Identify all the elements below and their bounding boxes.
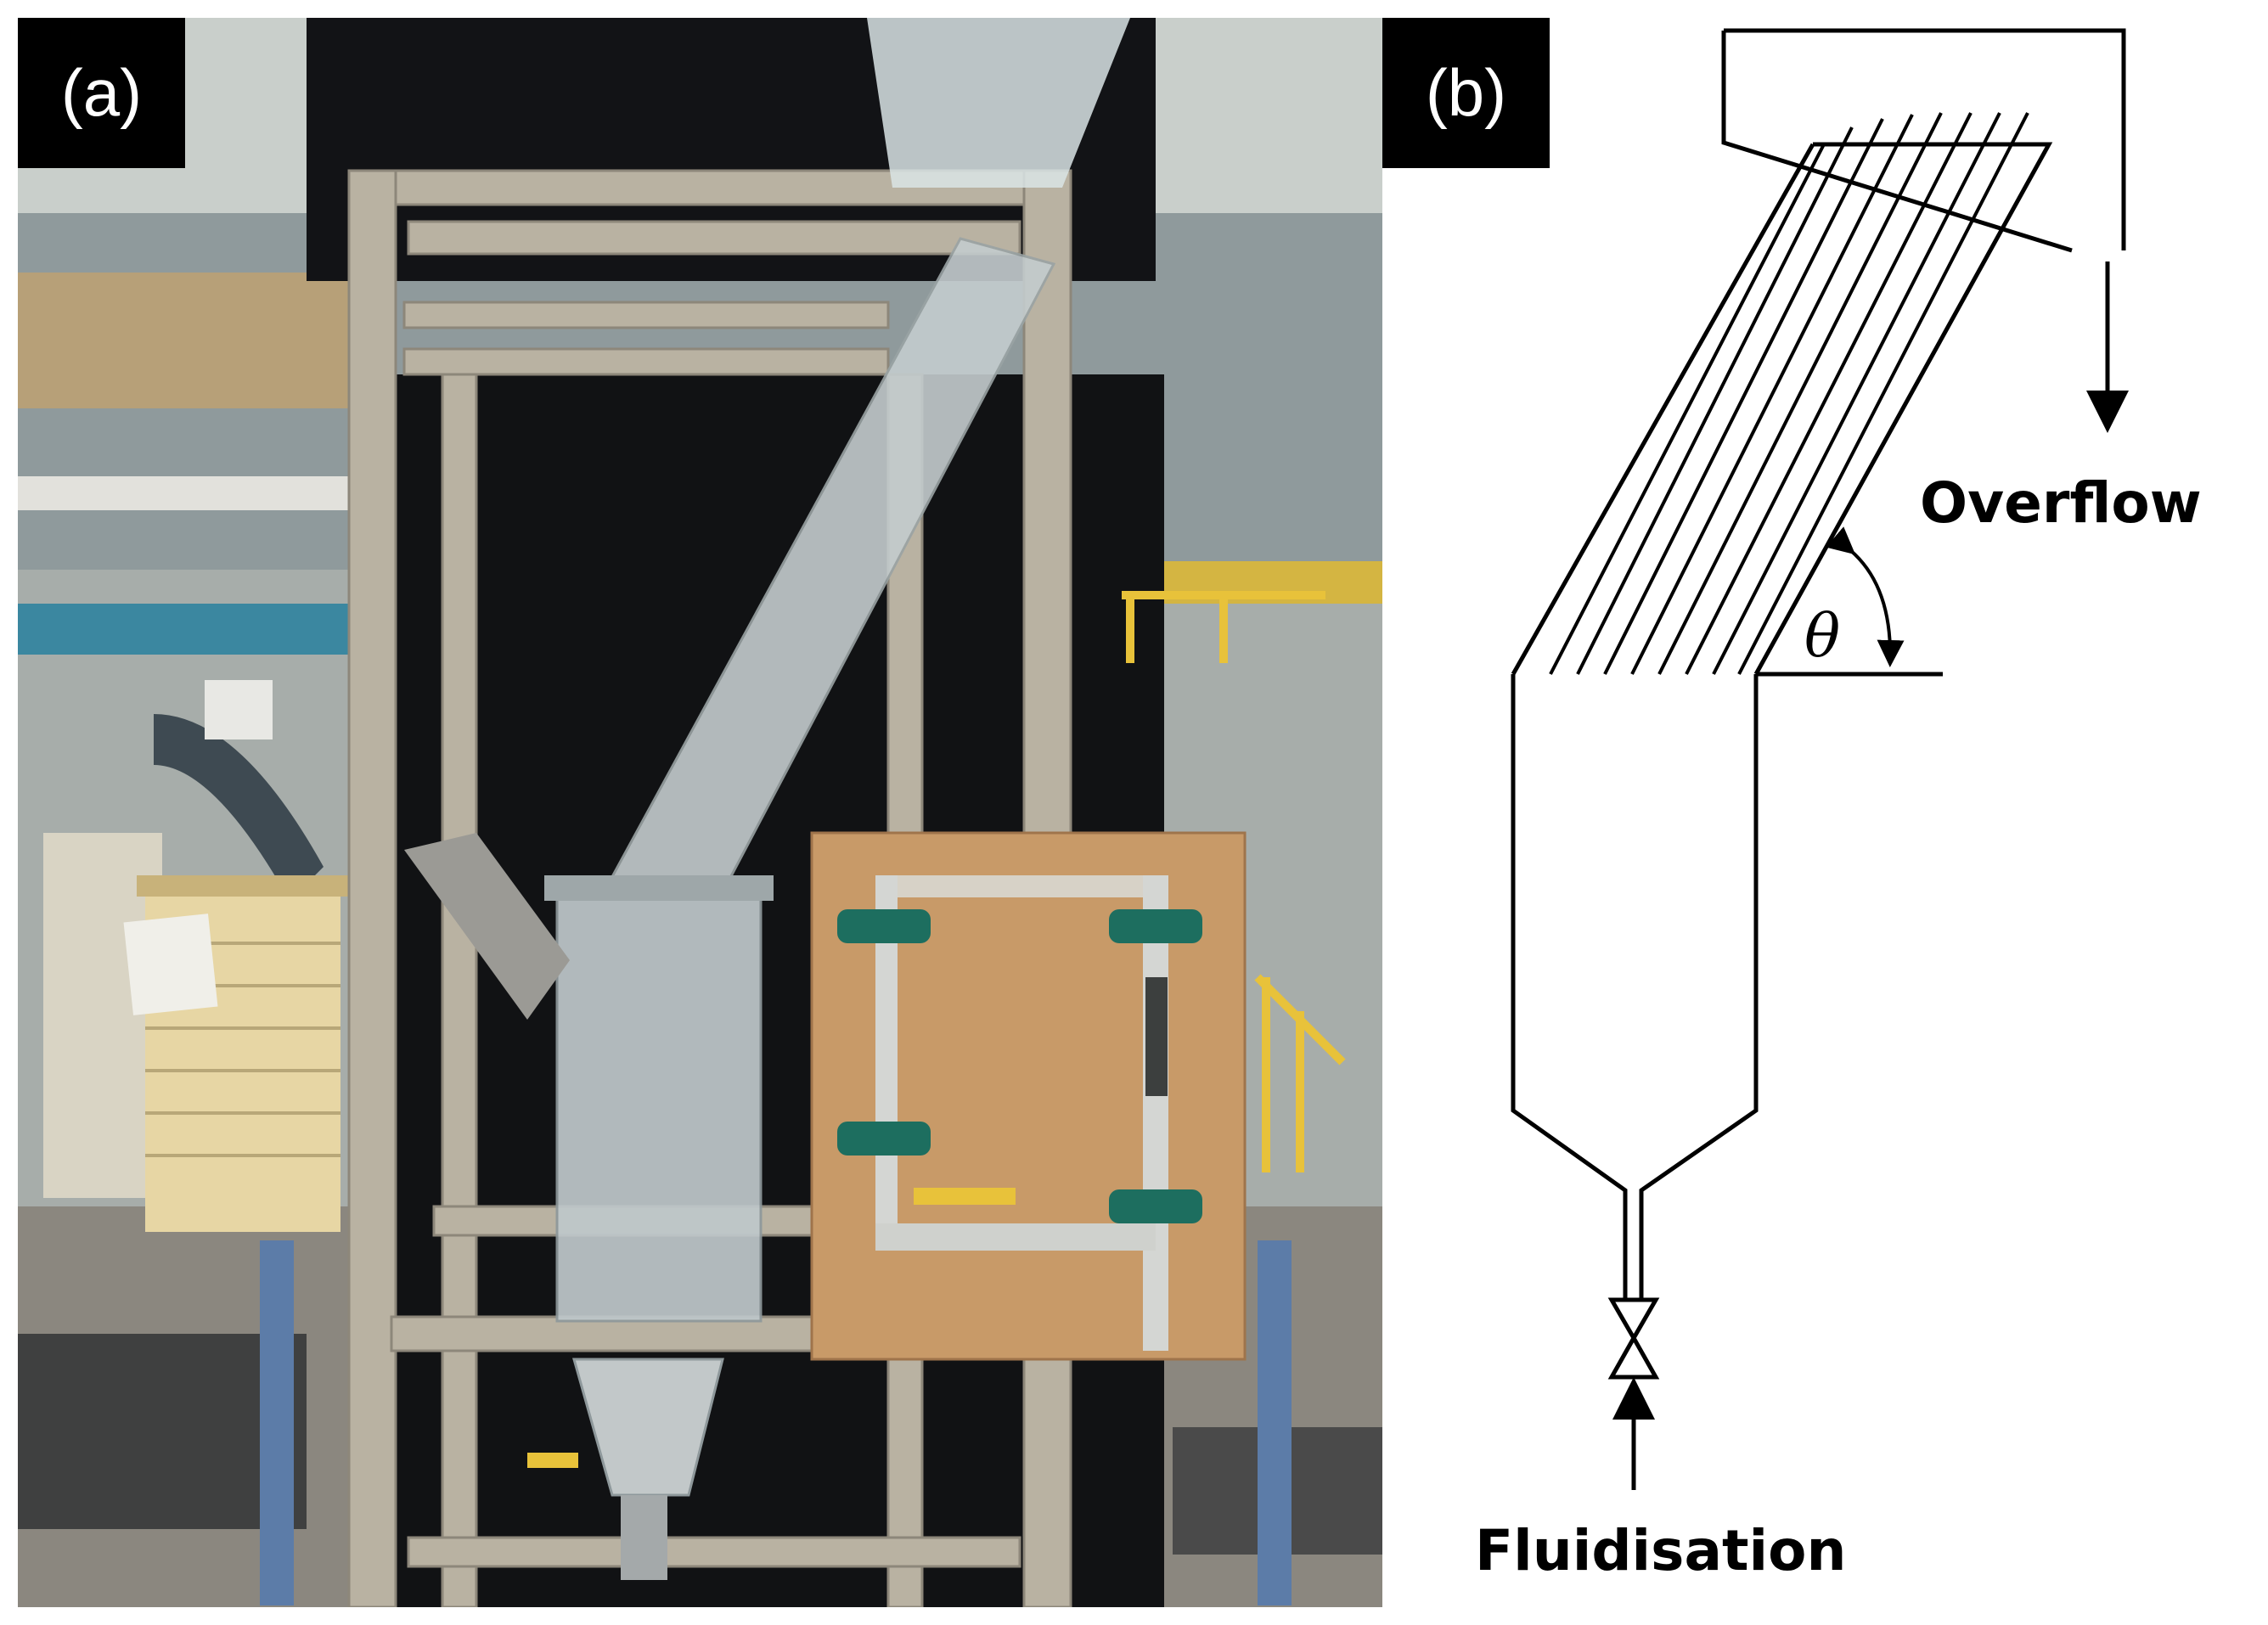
yellow-railing	[1122, 591, 1346, 1172]
vertical-column	[555, 878, 763, 1323]
angle-arc	[1826, 526, 1905, 667]
launder-outline	[1724, 28, 2126, 250]
vessel-outline	[1511, 142, 2053, 1300]
schematic-panel: θ Overflow Fluidisation	[1382, 0, 2268, 1625]
settler-schematic	[1511, 28, 2129, 1490]
flow-control-board	[810, 831, 1247, 1361]
overflow-label: Overflow	[1920, 470, 2202, 536]
apparatus-photo	[18, 18, 1382, 1607]
panel-a-label: (a)	[18, 18, 185, 168]
fluidisation-label: Fluidisation	[1475, 1518, 1847, 1583]
panel-b-label: (b)	[1382, 18, 1550, 168]
angle-theta-label: θ	[1804, 601, 1841, 671]
lamella-plates	[1549, 112, 2029, 675]
valve-icon	[1607, 1297, 1660, 1380]
photo-panel	[18, 18, 1382, 1607]
launder-lower-edge	[1721, 31, 2073, 253]
